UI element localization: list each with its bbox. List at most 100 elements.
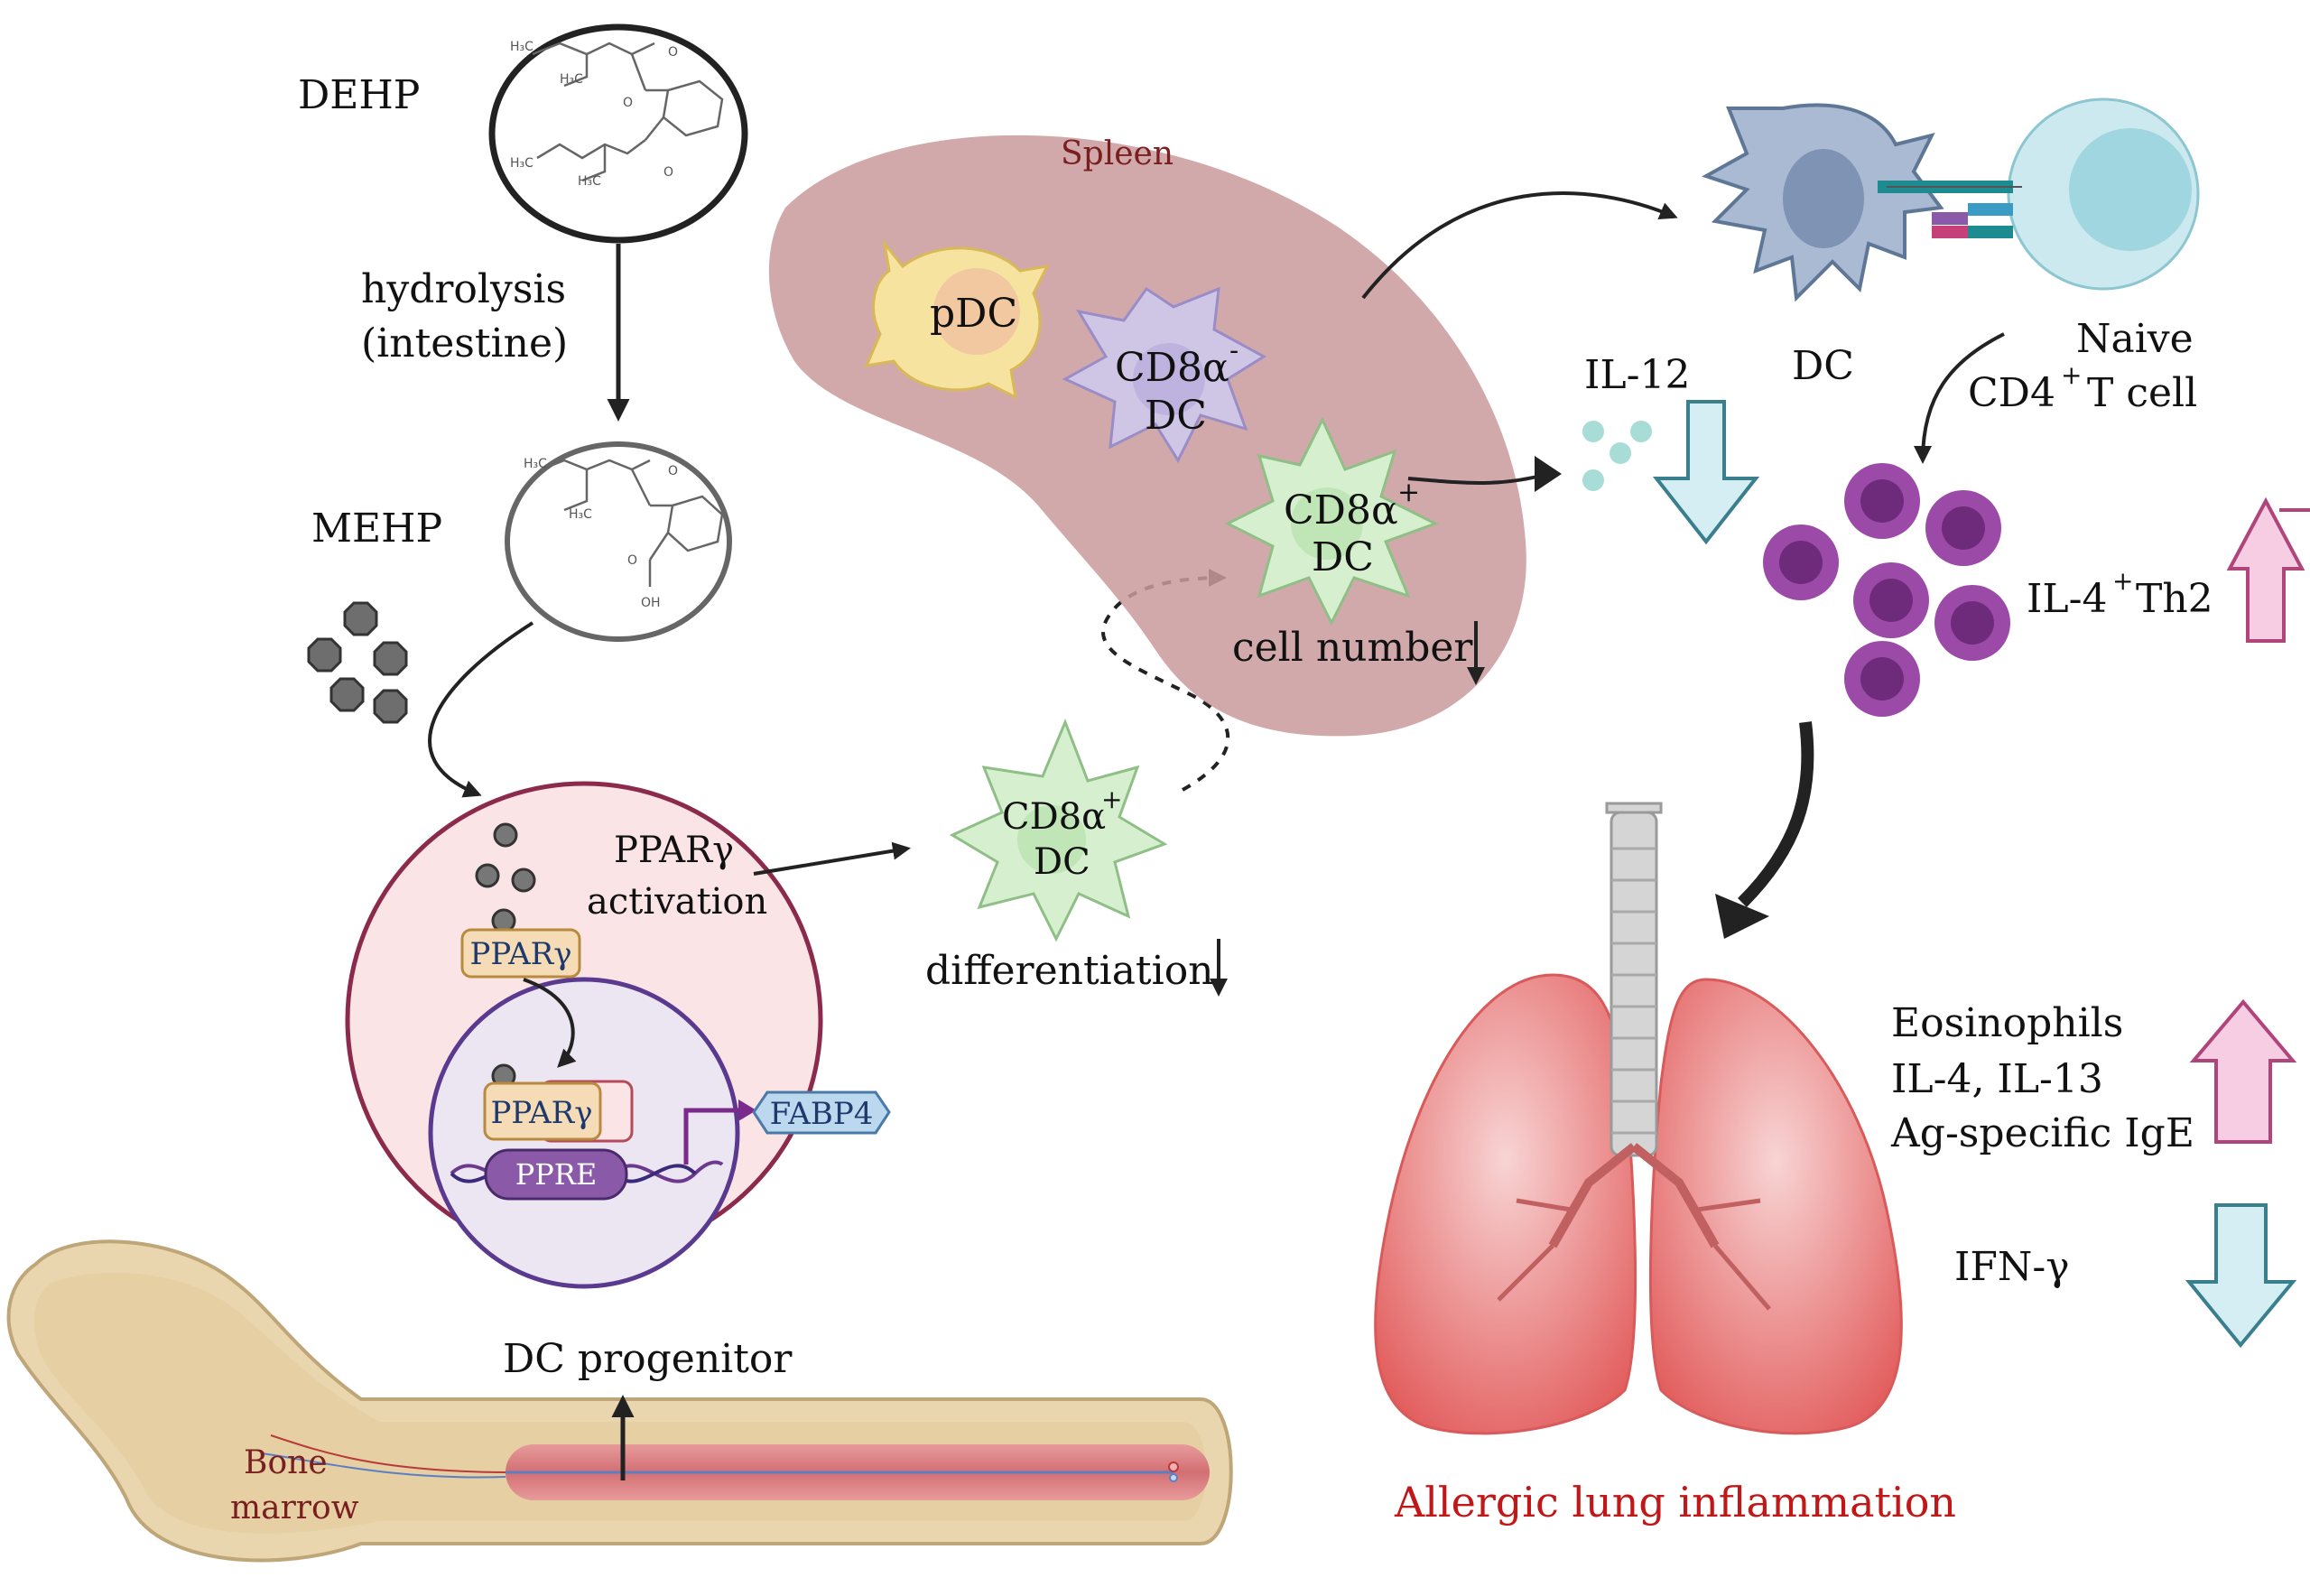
mehp-atom-oh: OH bbox=[641, 596, 661, 610]
il12-down-arrow bbox=[1652, 400, 1760, 545]
spleen-to-dc-arrow bbox=[1361, 190, 1678, 300]
ifng-label: IFN-γ bbox=[1954, 1244, 2070, 1290]
differentiation-label: differentiation bbox=[925, 948, 1214, 994]
diff-cell-label-1: CD8α bbox=[1002, 796, 1106, 838]
mehp-atom-ch3-1: H₃C bbox=[524, 457, 547, 471]
cd8neg-label-2: DC bbox=[1145, 393, 1207, 439]
tcell-label: T cell bbox=[2074, 370, 2197, 416]
hydrolysis-label: hydrolysis bbox=[361, 266, 566, 312]
mehp-particle bbox=[373, 641, 408, 676]
th2-sup: + bbox=[2112, 566, 2133, 596]
cd8pos-spleen-sup: + bbox=[1397, 477, 1420, 508]
dc-progenitor-cell bbox=[345, 781, 823, 1289]
il12-particle bbox=[1582, 421, 1604, 442]
dehp-atom-ch3-top: H₃C bbox=[510, 40, 533, 54]
bone-marrow-label-1: Bone bbox=[244, 1444, 328, 1481]
cd8neg-label-1: CD8α bbox=[1115, 345, 1229, 391]
dehp-molecule: H₃C H₃C O O H₃C H₃C O bbox=[488, 23, 748, 244]
ligand bbox=[475, 863, 500, 888]
fabp4-label: FABP4 bbox=[770, 1096, 874, 1132]
immune-synapse bbox=[1878, 181, 2022, 238]
diff-cell-label-2: DC bbox=[1034, 841, 1090, 883]
cd8pos-spleen-label-1: CD8α bbox=[1284, 487, 1398, 534]
pdc-label: pDC bbox=[930, 291, 1017, 337]
pdc-cell bbox=[864, 238, 1050, 400]
il12-particles bbox=[1582, 421, 1652, 491]
mehp-atom-o-2: O bbox=[627, 553, 637, 568]
dc-cell-right bbox=[1702, 103, 1944, 302]
ige-label: Ag-specific IgE bbox=[1890, 1110, 2194, 1156]
fabp4-protein: FABP4 bbox=[752, 1090, 891, 1135]
il12-secretion-line bbox=[1407, 472, 1549, 485]
th2-cells bbox=[1763, 463, 2010, 717]
pparg-nuclear-complex: PPARγ bbox=[483, 1080, 634, 1143]
pparg-activation-label-2: activation bbox=[587, 881, 767, 923]
mehp-particle bbox=[373, 689, 408, 724]
ppre-element: PPRE bbox=[484, 1148, 628, 1201]
mehp-particle bbox=[343, 601, 378, 636]
th2-to-lung-arrowhead bbox=[1715, 894, 1769, 939]
il12-particle bbox=[1610, 442, 1631, 464]
lung-left-lobe bbox=[1374, 973, 1637, 1435]
dehp-label: DEHP bbox=[298, 72, 420, 118]
transcription-arrowhead bbox=[738, 1100, 756, 1121]
mehp-particle bbox=[307, 637, 342, 673]
il12-particle bbox=[1582, 469, 1604, 491]
dehp-atom-ch3-4: H₃C bbox=[510, 156, 533, 171]
spleen-title: Spleen bbox=[1061, 135, 1174, 172]
th2-cell bbox=[1853, 562, 1929, 638]
il12-particle bbox=[1630, 421, 1652, 442]
ligand bbox=[493, 822, 518, 848]
dehp-atom-ch3-2: H₃C bbox=[560, 72, 583, 87]
eosinophils-label: Eosinophils bbox=[1891, 1000, 2123, 1046]
lung bbox=[1374, 802, 1903, 1435]
dc-right-label: DC bbox=[1792, 343, 1854, 389]
ppre-label: PPRE bbox=[515, 1157, 598, 1192]
th2-cell bbox=[1844, 641, 1920, 717]
dehp-atom-o-3: O bbox=[663, 165, 673, 180]
dehp-atom-o-2: O bbox=[623, 96, 633, 110]
naive-tcell bbox=[2007, 97, 2200, 291]
th2-cell bbox=[1844, 463, 1920, 539]
mehp-molecule: H₃C H₃C O O OH bbox=[505, 441, 732, 642]
cd8pos-dc-differentiating bbox=[949, 718, 1168, 942]
pparg-activation-label-1: PPARγ bbox=[614, 830, 734, 871]
pparg-cyto-label: PPARγ bbox=[469, 936, 571, 972]
mehp-particles bbox=[307, 601, 408, 724]
pparg-cytoplasm: PPARγ bbox=[460, 928, 581, 979]
th2-cell bbox=[1925, 490, 2001, 566]
cd8pos-dc-spleen-cell bbox=[1224, 416, 1439, 626]
th2-up-arrow bbox=[2226, 496, 2310, 643]
dehp-atom-ch3-3: H₃C bbox=[578, 174, 601, 189]
cd4-sup: + bbox=[2061, 360, 2082, 390]
il12-label: IL-12 bbox=[1584, 352, 1690, 398]
ligand bbox=[511, 868, 536, 893]
th2-label-pre: IL-4 bbox=[2027, 576, 2107, 622]
cd8neg-sup: - bbox=[1229, 335, 1238, 367]
il12-inhibit-head bbox=[1535, 456, 1562, 492]
pparg-nuclear-label: PPARγ bbox=[490, 1095, 592, 1131]
th2-cell bbox=[1763, 524, 1839, 600]
activation-arrow bbox=[753, 841, 911, 876]
th2-cell bbox=[1934, 585, 2010, 661]
cd4-label: CD4 bbox=[1968, 370, 2055, 416]
lung-up-arrow bbox=[2189, 998, 2297, 1144]
cd8neg-dc-cell bbox=[1062, 286, 1266, 464]
bone-marrow-label-2: marrow bbox=[230, 1489, 359, 1526]
naive-label: Naive bbox=[2076, 316, 2194, 362]
mehp-to-progenitor-arrow bbox=[428, 621, 534, 798]
th2-to-lung-arrow bbox=[1738, 721, 1814, 907]
cd8pos-spleen-label-2: DC bbox=[1312, 534, 1374, 580]
mehp-atom-ch3-2: H₃C bbox=[569, 507, 592, 522]
th2-label-post: Th2 bbox=[2123, 576, 2213, 622]
intestine-label: (intestine) bbox=[361, 320, 568, 367]
tcell-to-th2-arrow bbox=[1914, 332, 2005, 464]
transcription-arrow bbox=[683, 1108, 740, 1165]
dehp-atom-o-1: O bbox=[668, 45, 678, 60]
mehp-label: MEHP bbox=[311, 506, 442, 552]
ligand bbox=[491, 908, 516, 933]
pparg-translocation-arrow bbox=[523, 978, 577, 1068]
lung-title: Allergic lung inflammation bbox=[1394, 1478, 1956, 1526]
lung-right-lobe bbox=[1648, 978, 1903, 1435]
il4-il13-label: IL-4, IL-13 bbox=[1891, 1056, 2103, 1102]
